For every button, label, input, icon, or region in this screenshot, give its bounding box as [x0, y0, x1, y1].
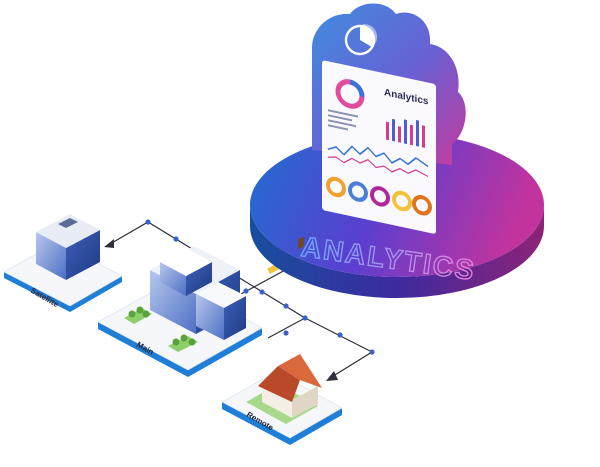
network-node-dots: [145, 219, 375, 355]
remote-house-right: [292, 386, 318, 418]
analytics-dashboard: Analytics: [322, 60, 436, 234]
bar-widget: [386, 118, 425, 148]
remote-roof-left: [258, 366, 300, 402]
site-satellite: Satellite: [3, 214, 123, 312]
gauge-row-widget: [326, 176, 432, 216]
text-lines-widget: [328, 109, 358, 131]
remote-roof-right: [278, 354, 322, 388]
satellite-building-roof: [36, 214, 100, 248]
site-main: Main: [97, 246, 263, 377]
main-annex-right: [224, 296, 246, 340]
site-remote: Remote: [221, 236, 343, 445]
main-annex-left: [196, 294, 224, 340]
arrow-head-satellite: [104, 239, 114, 248]
main-building-left: [150, 270, 196, 334]
satellite-tile-side: [4, 272, 122, 312]
main-annex-roof: [196, 282, 246, 308]
main-tower-roof: [160, 248, 212, 276]
arrow-head-remote: [326, 371, 338, 381]
area-widget: [327, 145, 429, 178]
link-remote: [304, 317, 374, 379]
satellite-building-right: [66, 230, 100, 280]
remote-door: [298, 236, 304, 250]
platform-side: [250, 205, 544, 298]
remote-tile-side: [222, 402, 342, 445]
pie-chart-icon: [344, 23, 378, 56]
main-hedge-right: [168, 334, 198, 352]
donut-widget: [335, 79, 365, 109]
main-tower-right: [186, 262, 212, 296]
main-hedge-left: [124, 306, 152, 324]
remote-house-left: [262, 384, 292, 418]
main-tower-left: [160, 262, 186, 296]
